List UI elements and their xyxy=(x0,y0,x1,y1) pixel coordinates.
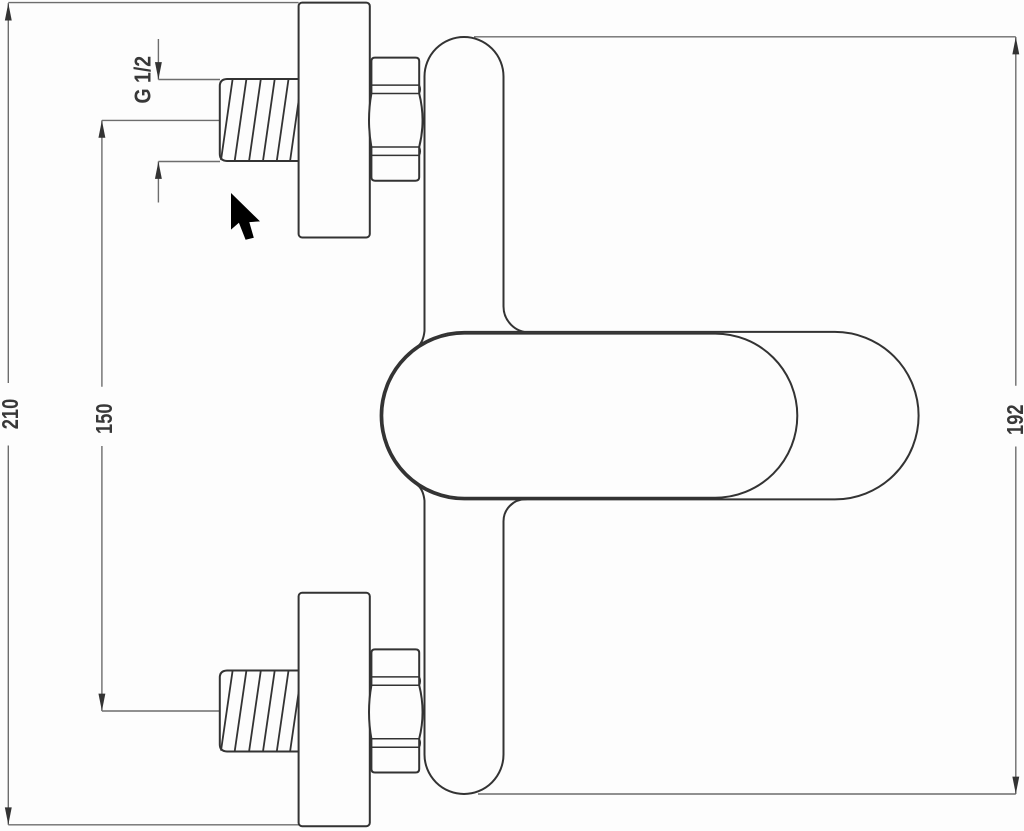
svg-text:150: 150 xyxy=(91,403,117,434)
svg-text:G 1/2: G 1/2 xyxy=(129,56,155,104)
svg-text:192: 192 xyxy=(1002,404,1024,435)
svg-text:210: 210 xyxy=(0,399,23,430)
